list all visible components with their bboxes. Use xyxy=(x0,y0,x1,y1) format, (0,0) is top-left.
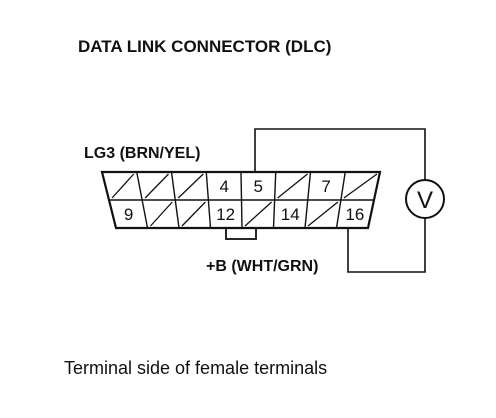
unused-pin-slash xyxy=(181,201,206,227)
unused-pin-slash xyxy=(177,173,204,199)
cell-divider xyxy=(273,171,277,201)
unused-pin-slash xyxy=(307,201,339,227)
cell-divider xyxy=(272,199,276,229)
cell-divider xyxy=(340,171,346,201)
pin-number-9: 9 xyxy=(124,205,133,224)
unused-pin-slash xyxy=(144,173,169,199)
wire-plus-b xyxy=(347,218,426,273)
cell-divider xyxy=(174,199,180,229)
wire-top-label: LG3 (BRN/YEL) xyxy=(84,145,200,162)
unused-pin-slash xyxy=(150,201,173,227)
connector-pin-cells: 4 5 7 9 12 14 16 xyxy=(111,171,378,229)
wire-bottom-label: +B (WHT/GRN) xyxy=(206,258,318,275)
cell-divider xyxy=(141,199,149,229)
cell-divider xyxy=(240,171,243,201)
diagram-caption: Terminal side of female terminals xyxy=(64,358,327,378)
cell-divider xyxy=(170,171,176,201)
cell-divider xyxy=(335,199,342,229)
unused-pin-slash xyxy=(343,173,378,199)
diagram-title: DATA LINK CONNECTOR (DLC) xyxy=(78,37,331,56)
pin-number-7: 7 xyxy=(321,177,330,196)
pin-number-4: 4 xyxy=(220,177,229,196)
cell-divider xyxy=(207,199,212,229)
cell-divider xyxy=(136,171,143,201)
cell-divider xyxy=(205,171,210,201)
cell-divider xyxy=(304,199,309,229)
unused-pin-slash xyxy=(111,173,135,199)
voltmeter-icon: V xyxy=(405,179,445,219)
cell-divider xyxy=(240,199,243,229)
pin-number-16: 16 xyxy=(345,205,364,224)
pin-number-5: 5 xyxy=(253,177,262,196)
connector-latch xyxy=(225,227,257,240)
pin-number-12: 12 xyxy=(216,205,235,224)
connector-body xyxy=(100,170,382,230)
pin-number-14: 14 xyxy=(281,205,300,224)
voltmeter-symbol: V xyxy=(417,187,433,214)
cell-divider xyxy=(307,171,312,201)
unused-pin-slash xyxy=(244,201,273,227)
unused-pin-slash xyxy=(277,173,308,199)
wire-lg3 xyxy=(254,128,426,180)
